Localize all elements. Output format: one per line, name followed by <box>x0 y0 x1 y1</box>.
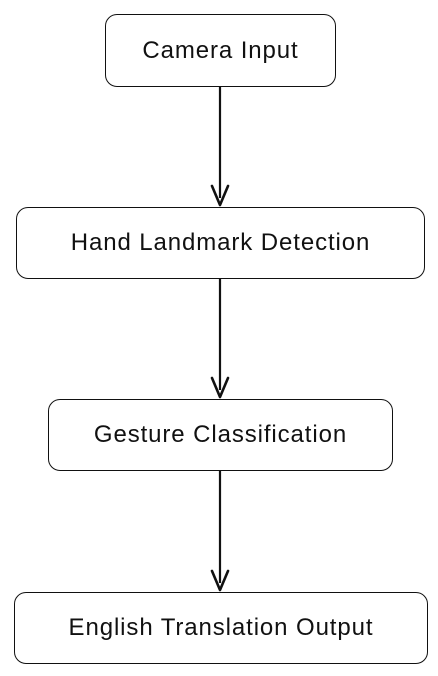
node-gesture-classification: Gesture Classification <box>48 399 393 471</box>
node-label: Camera Input <box>142 36 299 64</box>
node-camera-input: Camera Input <box>105 14 336 87</box>
node-label: Hand Landmark Detection <box>70 229 371 256</box>
node-label: English Translation Output <box>68 614 374 641</box>
arrowhead-icon <box>210 184 230 207</box>
arrowhead-icon <box>210 569 230 592</box>
edge-camera-to-landmark <box>210 87 230 207</box>
node-label: Gesture Classification <box>93 421 348 448</box>
node-english-translation-output: English Translation Output <box>14 592 428 664</box>
arrowhead-icon <box>210 376 230 399</box>
edge-landmark-to-gesture <box>210 279 230 399</box>
node-hand-landmark-detection: Hand Landmark Detection <box>16 207 425 279</box>
edge-gesture-to-output <box>210 471 230 592</box>
